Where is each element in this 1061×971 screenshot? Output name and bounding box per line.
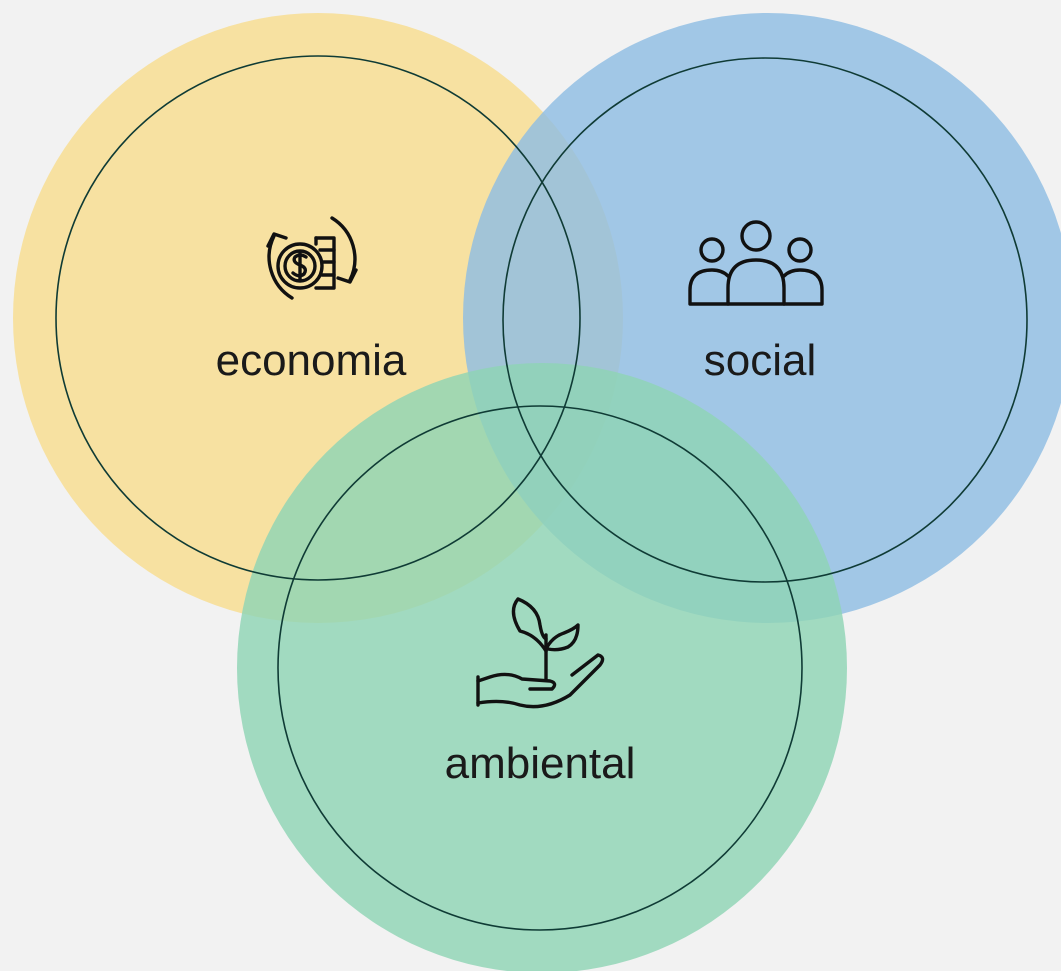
ambiental-ring (277, 405, 803, 931)
ambiental-label: ambiental (445, 739, 636, 788)
economia-label: economia (216, 336, 407, 385)
money-cycle-icon (266, 216, 358, 300)
economia-ring (55, 55, 581, 581)
ambiental-circle (237, 363, 847, 971)
plant-in-hand-icon (476, 597, 605, 709)
social-ring (502, 57, 1028, 583)
social-label: social (704, 336, 817, 385)
people-group-icon (688, 220, 824, 306)
